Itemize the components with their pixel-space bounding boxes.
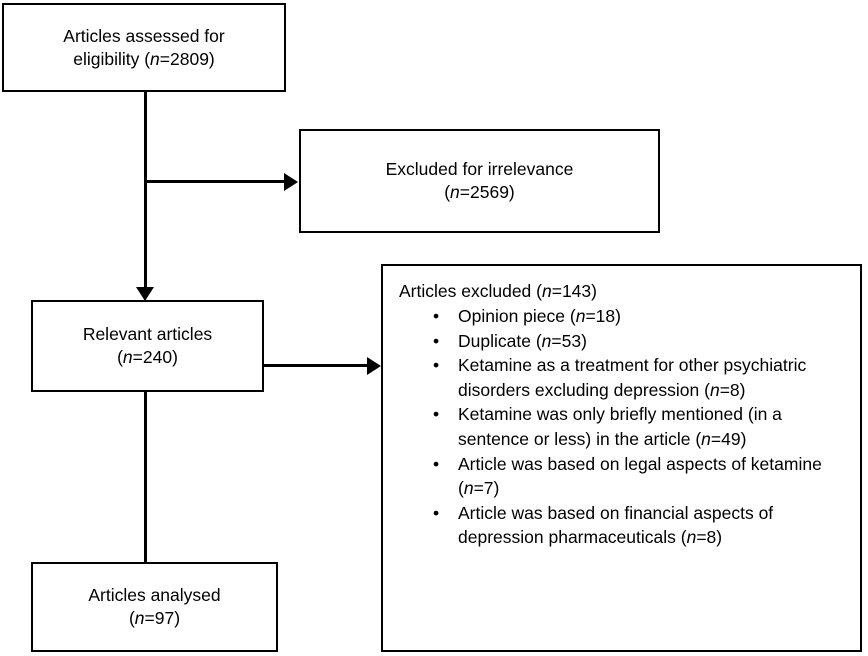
- list-item-text-after: =8): [719, 379, 746, 400]
- relevant-count-suffix: =240): [132, 347, 178, 367]
- list-item-text-before: Article was based on legal aspects of ke…: [458, 453, 822, 499]
- bullet-point-icon: •: [433, 355, 440, 376]
- box-articles-assessed: Articles assessed for eligibility (n=280…: [2, 3, 286, 92]
- list-item-n-symbol: n: [463, 478, 474, 499]
- list-item-text-after: =53): [551, 330, 587, 351]
- list-item: • Article was based on financial aspects …: [399, 501, 850, 550]
- box-excluded-for-irrelevance: Excluded for irrelevance (n=2569): [299, 129, 660, 233]
- list-item-text-after: =8): [696, 527, 723, 548]
- assessed-count-suffix: =2809): [159, 48, 215, 69]
- list-item-text-before: Duplicate (: [458, 330, 542, 351]
- box-excluded-for-irrelevance-line1: Excluded for irrelevance: [385, 159, 574, 179]
- bullet-point-icon: •: [433, 453, 440, 474]
- box-relevant-articles: Relevant articles (n=240): [31, 300, 264, 392]
- bullet-point-icon: •: [433, 306, 440, 326]
- box-articles-assessed-line2: eligibility (n=2809): [73, 48, 215, 71]
- analysed-count-suffix: =97): [144, 608, 181, 628]
- excluded-heading-prefix: Articles excluded (: [399, 281, 542, 301]
- list-item-text-before: Ketamine as a treatment for other psychi…: [458, 355, 807, 400]
- box-articles-analysed-line1: Articles analysed: [88, 585, 221, 605]
- list-item-n-symbol: n: [701, 428, 711, 449]
- connector-assessed-to-relevant: [144, 91, 147, 289]
- list-item-text-before: Opinion piece (: [458, 306, 576, 326]
- analysed-count-prefix: (: [128, 608, 135, 628]
- connector-assessed-to-irrelevant: [144, 180, 285, 183]
- list-item: • Article was based on legal aspects of k…: [399, 452, 850, 501]
- list-item-text-after: =18): [585, 306, 621, 326]
- excluded-heading-suffix: =143): [551, 281, 597, 301]
- list-item-text-before: Article was based on financial aspects o…: [458, 502, 774, 548]
- arrow-down-icon-assessed-to-relevant: [136, 287, 154, 301]
- arrow-right-icon-relevant-to-excluded: [367, 356, 381, 375]
- box-articles-analysed: Articles analysed (n=97): [31, 562, 278, 652]
- list-item-n-symbol: n: [575, 306, 586, 326]
- list-item: • Ketamine was only briefly mentioned (in…: [399, 402, 850, 451]
- irrelevant-count-prefix: (: [444, 182, 451, 202]
- box-articles-excluded: Articles excluded (n=143) •Opinion piece…: [381, 264, 862, 652]
- box-articles-excluded-content: Articles excluded (n=143) •Opinion piece…: [383, 266, 860, 650]
- box-relevant-articles-line2: (n=240): [117, 346, 178, 369]
- box-relevant-articles-line1: Relevant articles: [82, 324, 213, 344]
- relevant-count-prefix: (: [117, 347, 123, 367]
- irrelevant-count-suffix: =2569): [459, 182, 515, 202]
- list-item-text-after: =7): [473, 478, 500, 499]
- box-articles-assessed-line1: Articles assessed for: [63, 25, 225, 46]
- box-articles-excluded-heading: Articles excluded (n=143): [399, 280, 850, 303]
- list-item: • Opinion piece (n=18): [399, 304, 850, 329]
- irrelevant-n-symbol: n: [450, 182, 460, 202]
- analysed-n-symbol: n: [134, 608, 145, 628]
- list-item: • Duplicate (n=53): [399, 329, 850, 354]
- exclusion-reasons-list: •Opinion piece (n=18) •Duplicate (n=53) …: [399, 304, 850, 550]
- list-item-n-symbol: n: [709, 379, 720, 400]
- bullet-point-icon: •: [433, 330, 440, 351]
- box-articles-analysed-line2: (n=97): [129, 607, 180, 630]
- connector-relevant-to-excluded: [264, 364, 369, 367]
- relevant-n-symbol: n: [122, 347, 133, 367]
- list-item-n-symbol: n: [541, 330, 552, 351]
- list-item: • Ketamine as a treatment for other psych…: [399, 353, 850, 402]
- assessed-n-symbol: n: [150, 48, 160, 69]
- bullet-point-icon: •: [433, 404, 440, 425]
- connector-relevant-to-analysed: [144, 392, 147, 562]
- arrow-right-icon-assessed-to-irrelevant: [284, 172, 298, 191]
- bullet-point-icon: •: [433, 502, 440, 523]
- assessed-count-prefix: eligibility (: [73, 48, 151, 69]
- list-item-text-before: Ketamine was only briefly mentioned (in …: [458, 404, 782, 449]
- list-item-n-symbol: n: [686, 527, 697, 548]
- excluded-n-symbol: n: [541, 281, 552, 301]
- list-item-text-after: =49): [710, 428, 747, 449]
- box-excluded-for-irrelevance-line2: (n=2569): [444, 181, 515, 204]
